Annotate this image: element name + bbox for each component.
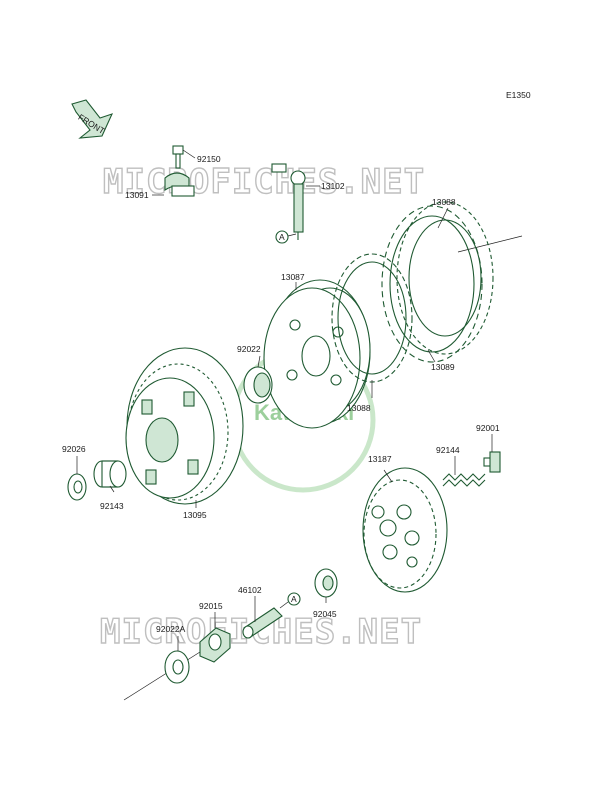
washer-92022a: [164, 650, 190, 684]
label-13102: 13102: [321, 181, 345, 191]
sleeve-92143: [93, 460, 127, 488]
bearing-92045: [314, 568, 338, 598]
bracket-13091: [164, 172, 195, 197]
nut-92015: [199, 627, 231, 663]
ref-marker-top: A: [275, 230, 297, 244]
bolt-92001: [483, 451, 501, 473]
label-92022a: 92022A: [156, 624, 186, 634]
label-92001: 92001: [476, 423, 500, 433]
clutch-hub-13087: [263, 279, 371, 429]
label-92143: 92143: [100, 501, 124, 511]
label-46102: 46102: [238, 585, 262, 595]
washer-92026: [67, 473, 87, 501]
label-13088-mid: 13088: [347, 403, 371, 413]
ref-marker-bottom: A: [279, 592, 301, 609]
svg-text:A: A: [291, 594, 297, 604]
watermark-top: MICROFICHES.NET: [103, 162, 425, 202]
axis-line-bottom: [123, 651, 201, 701]
label-13091: 13091: [125, 190, 149, 200]
label-13095: 13095: [183, 510, 207, 520]
bushing-92022: [243, 366, 273, 404]
label-13087: 13087: [281, 272, 305, 282]
pressure-plate-13187: [362, 467, 448, 593]
label-92022: 92022: [237, 344, 261, 354]
label-92144: 92144: [436, 445, 460, 455]
label-13088-top: 13088: [432, 197, 456, 207]
diagram-code: E1350: [506, 90, 531, 100]
lever-13102: [271, 163, 306, 240]
label-92026: 92026: [62, 444, 86, 454]
label-13089: 13089: [431, 362, 455, 372]
spring-92144: [442, 473, 486, 487]
label-92045: 92045: [313, 609, 337, 619]
leader-lines: [76, 149, 493, 651]
label-13187: 13187: [368, 454, 392, 464]
push-rod-46102: [242, 607, 283, 639]
label-92150: 92150: [197, 154, 221, 164]
clutch-housing-13095: [125, 347, 244, 505]
svg-text:A: A: [279, 232, 285, 242]
label-92015: 92015: [199, 601, 223, 611]
front-arrow-icon: FRONT: [71, 99, 114, 139]
